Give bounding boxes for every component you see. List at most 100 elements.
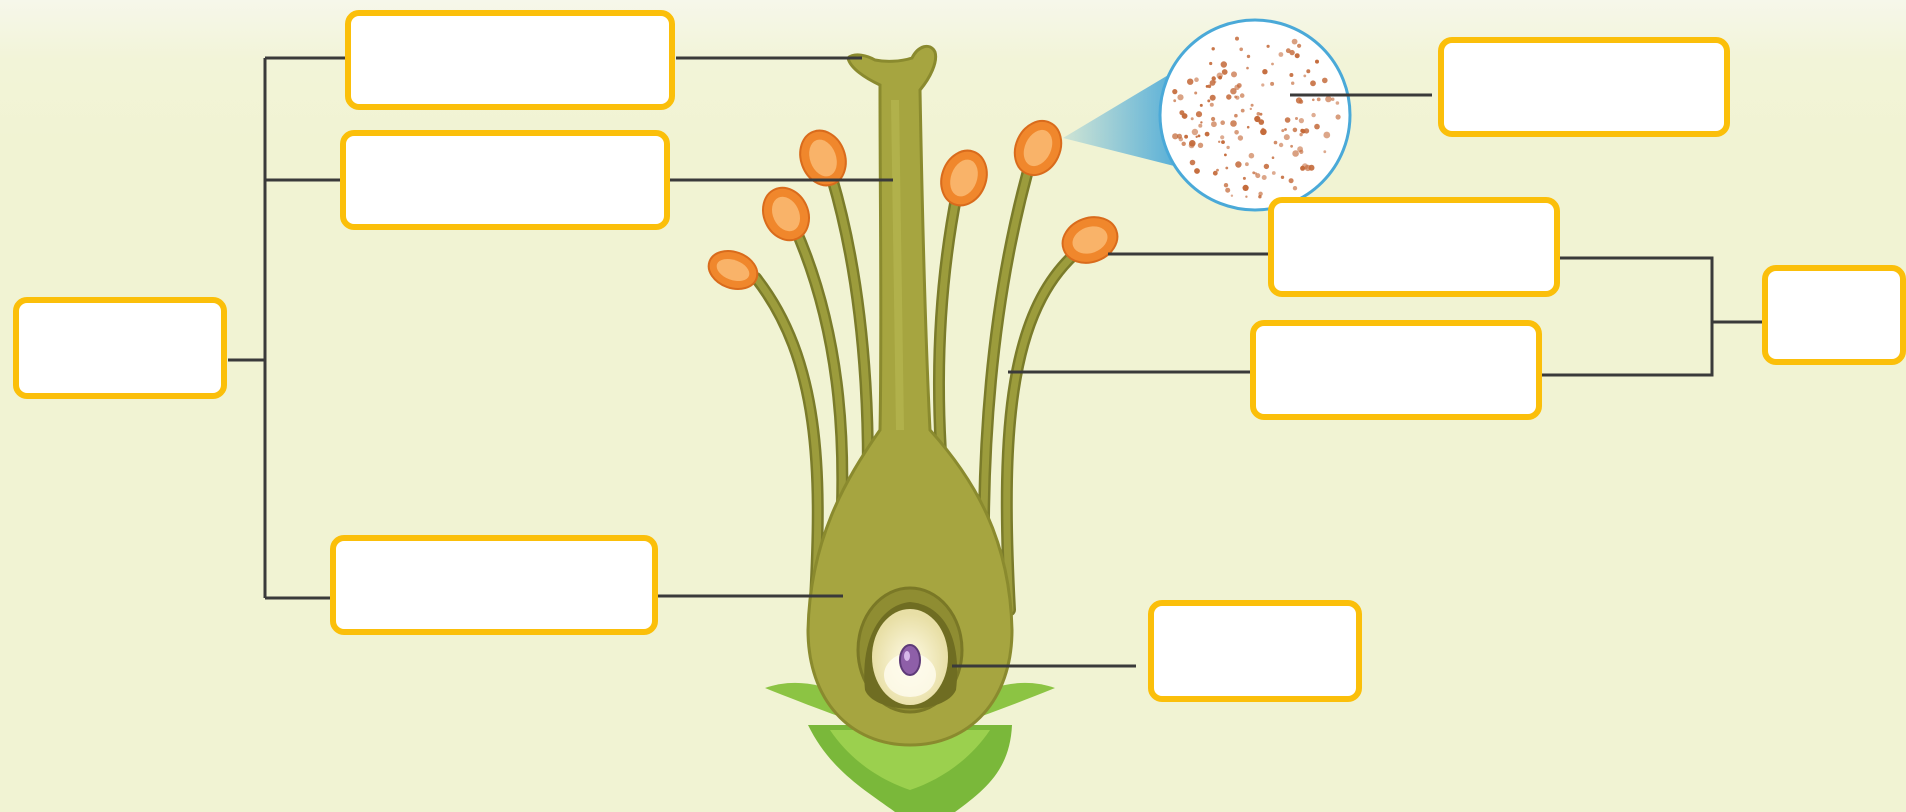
pollen-dot <box>1251 104 1254 107</box>
pollen-dot <box>1245 162 1249 166</box>
pollen-dot <box>1317 98 1321 102</box>
pollen-dot <box>1235 161 1241 167</box>
pollen-dot <box>1315 60 1319 64</box>
pollen-dot <box>1234 114 1238 118</box>
pollen-dot <box>1299 133 1302 136</box>
label-box-pollen-grains[interactable] <box>1438 37 1730 137</box>
pollen-dot <box>1231 71 1237 77</box>
pollen-dot <box>1172 133 1178 139</box>
pollen-dot <box>1293 128 1298 133</box>
pollen-dot <box>1270 82 1274 86</box>
pollen-dot <box>1243 177 1246 180</box>
pollen-dot <box>1217 73 1223 79</box>
pollen-dot <box>1179 110 1184 115</box>
pollen-dot <box>1296 97 1302 103</box>
pollen-dot <box>1224 183 1228 187</box>
pollen-dot <box>1246 67 1249 70</box>
pollen-dot <box>1322 78 1328 84</box>
pollen-dot <box>1325 96 1331 102</box>
pollen-dot <box>1225 188 1230 193</box>
pollen-dot <box>1196 111 1202 117</box>
pollen-dot <box>1258 195 1261 198</box>
pollen-dot <box>1303 75 1306 78</box>
pollen-dot <box>1179 137 1183 141</box>
pollen-dot <box>1281 176 1284 179</box>
pollen-dot <box>1312 99 1315 102</box>
pollen-dot <box>1220 120 1225 125</box>
label-box-stigma[interactable] <box>345 10 675 110</box>
pollen-dot <box>1172 89 1177 94</box>
pollen-dot <box>1224 154 1227 157</box>
pollen-dot <box>1279 52 1284 57</box>
pollen-dot <box>1210 95 1216 101</box>
pollen-dot <box>1295 53 1300 58</box>
pollen-dot <box>1212 47 1215 50</box>
pollen-dot <box>1226 146 1229 149</box>
pollen-dot <box>1311 113 1315 117</box>
pollen-dot <box>1289 73 1293 77</box>
pollen-dot <box>1198 143 1203 148</box>
pollen-dot <box>1184 135 1188 139</box>
pollen-dot <box>1262 128 1265 131</box>
pollen-dot <box>1194 92 1197 95</box>
pollen-dot <box>1182 142 1186 146</box>
pollen-dot <box>1200 104 1203 107</box>
pollen-dot <box>1289 50 1294 55</box>
pollen-dot <box>1271 63 1274 66</box>
pollen-dot <box>1254 172 1257 175</box>
label-box-style[interactable] <box>340 130 670 230</box>
pollen-dot <box>1293 186 1297 190</box>
pollen-dot <box>1225 167 1228 170</box>
pollen-dot <box>1309 165 1315 171</box>
pollen-dot <box>1207 99 1210 102</box>
pollen-dot <box>1214 80 1217 83</box>
pollen-dot <box>1226 94 1231 99</box>
pollen-dot <box>1291 82 1294 85</box>
pollen-dot <box>1173 99 1176 102</box>
pollen-dot <box>1336 101 1340 105</box>
pollen-dot <box>1239 48 1243 52</box>
label-box-ovule[interactable] <box>1148 600 1362 702</box>
pollen-dot <box>1200 121 1202 123</box>
pollen-dot <box>1323 150 1326 153</box>
pollen-dot <box>1331 98 1334 101</box>
pollen-dot <box>1218 141 1220 143</box>
label-box-anther[interactable] <box>1268 197 1560 297</box>
pollen-dot <box>1247 55 1250 58</box>
pollen-dot <box>1297 146 1303 152</box>
pollen-dot <box>1210 103 1214 107</box>
label-box-filament[interactable] <box>1250 320 1542 420</box>
pollen-dot <box>1261 83 1264 86</box>
pollen-dot <box>1323 132 1330 139</box>
pollen-dot <box>1230 120 1237 127</box>
pollen-dot <box>1209 62 1212 65</box>
pollen-dot <box>1241 109 1245 113</box>
pollen-dot <box>1231 195 1233 197</box>
label-box-ovary[interactable] <box>330 535 658 635</box>
pollen-dot <box>1222 69 1228 75</box>
pollen-dot <box>1262 175 1267 180</box>
pollen-dot <box>1211 121 1217 127</box>
pollen-dot <box>1284 134 1290 140</box>
pollen-dot <box>1191 117 1194 120</box>
pollen-dot <box>1177 94 1183 100</box>
pollen-dot <box>1284 128 1287 131</box>
pollen-dot <box>1274 141 1278 145</box>
pollen-dot <box>1245 196 1247 198</box>
pollen-dot <box>1212 76 1216 80</box>
pollen-dot <box>1211 117 1215 121</box>
pollen-dot <box>1206 85 1209 88</box>
pollen-dot <box>1198 135 1201 138</box>
label-box-carpel[interactable] <box>13 297 227 399</box>
pollen-dot <box>1192 129 1198 135</box>
pollen-dot <box>1285 117 1291 123</box>
pollen-dot <box>1216 169 1219 172</box>
label-box-stamen[interactable] <box>1762 265 1906 365</box>
pollen-dot <box>1234 130 1239 135</box>
pollen-dot <box>1281 129 1284 132</box>
pollen-dot <box>1267 45 1270 48</box>
pollen-dot <box>1250 108 1252 110</box>
pollen-dot <box>1310 80 1316 86</box>
pollen-dot <box>1230 88 1236 94</box>
pollen-dot <box>1221 61 1227 67</box>
